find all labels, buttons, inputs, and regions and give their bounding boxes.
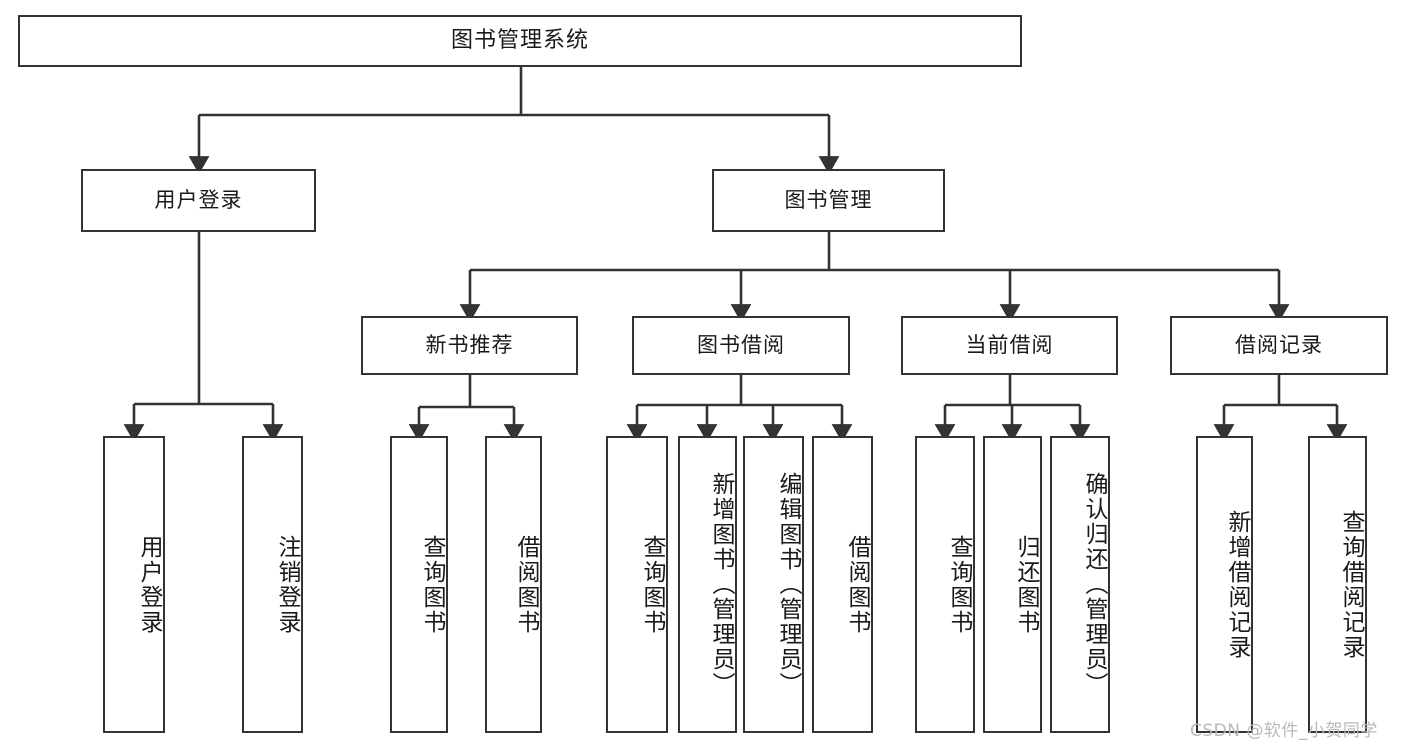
leaf-add-borrow-record[interactable]: 新增借阅记录 — [1196, 436, 1253, 733]
leaf-query-borrow-record[interactable]: 查询借阅记录 — [1308, 436, 1367, 733]
leaf-return-book[interactable]: 归还图书 — [983, 436, 1042, 733]
leaf-add-book-admin[interactable]: 新增图书（管理员） — [678, 436, 737, 733]
leaf-borrow-book-recommend[interactable]: 借阅图书 — [485, 436, 542, 733]
leaf-logout[interactable]: 注销登录 — [242, 436, 303, 733]
node-current-borrow[interactable]: 当前借阅 — [901, 316, 1118, 375]
node-book-borrow[interactable]: 图书借阅 — [632, 316, 850, 375]
node-new-book-recommend[interactable]: 新书推荐 — [361, 316, 578, 375]
node-borrow-record[interactable]: 借阅记录 — [1170, 316, 1388, 375]
leaf-user-login[interactable]: 用户登录 — [103, 436, 165, 733]
leaf-borrow-book[interactable]: 借阅图书 — [812, 436, 873, 733]
csdn-watermark: CSDN @软件_小贺同学 — [1190, 721, 1378, 741]
node-book-management[interactable]: 图书管理 — [712, 169, 945, 232]
leaf-edit-book-admin[interactable]: 编辑图书（管理员） — [743, 436, 804, 733]
leaf-confirm-return-admin[interactable]: 确认归还（管理员） — [1050, 436, 1110, 733]
node-root-system[interactable]: 图书管理系统 — [18, 15, 1022, 67]
leaf-query-book-recommend[interactable]: 查询图书 — [390, 436, 448, 733]
leaf-query-book-borrow[interactable]: 查询图书 — [606, 436, 668, 733]
node-user-login[interactable]: 用户登录 — [81, 169, 316, 232]
leaf-query-book-current[interactable]: 查询图书 — [915, 436, 975, 733]
